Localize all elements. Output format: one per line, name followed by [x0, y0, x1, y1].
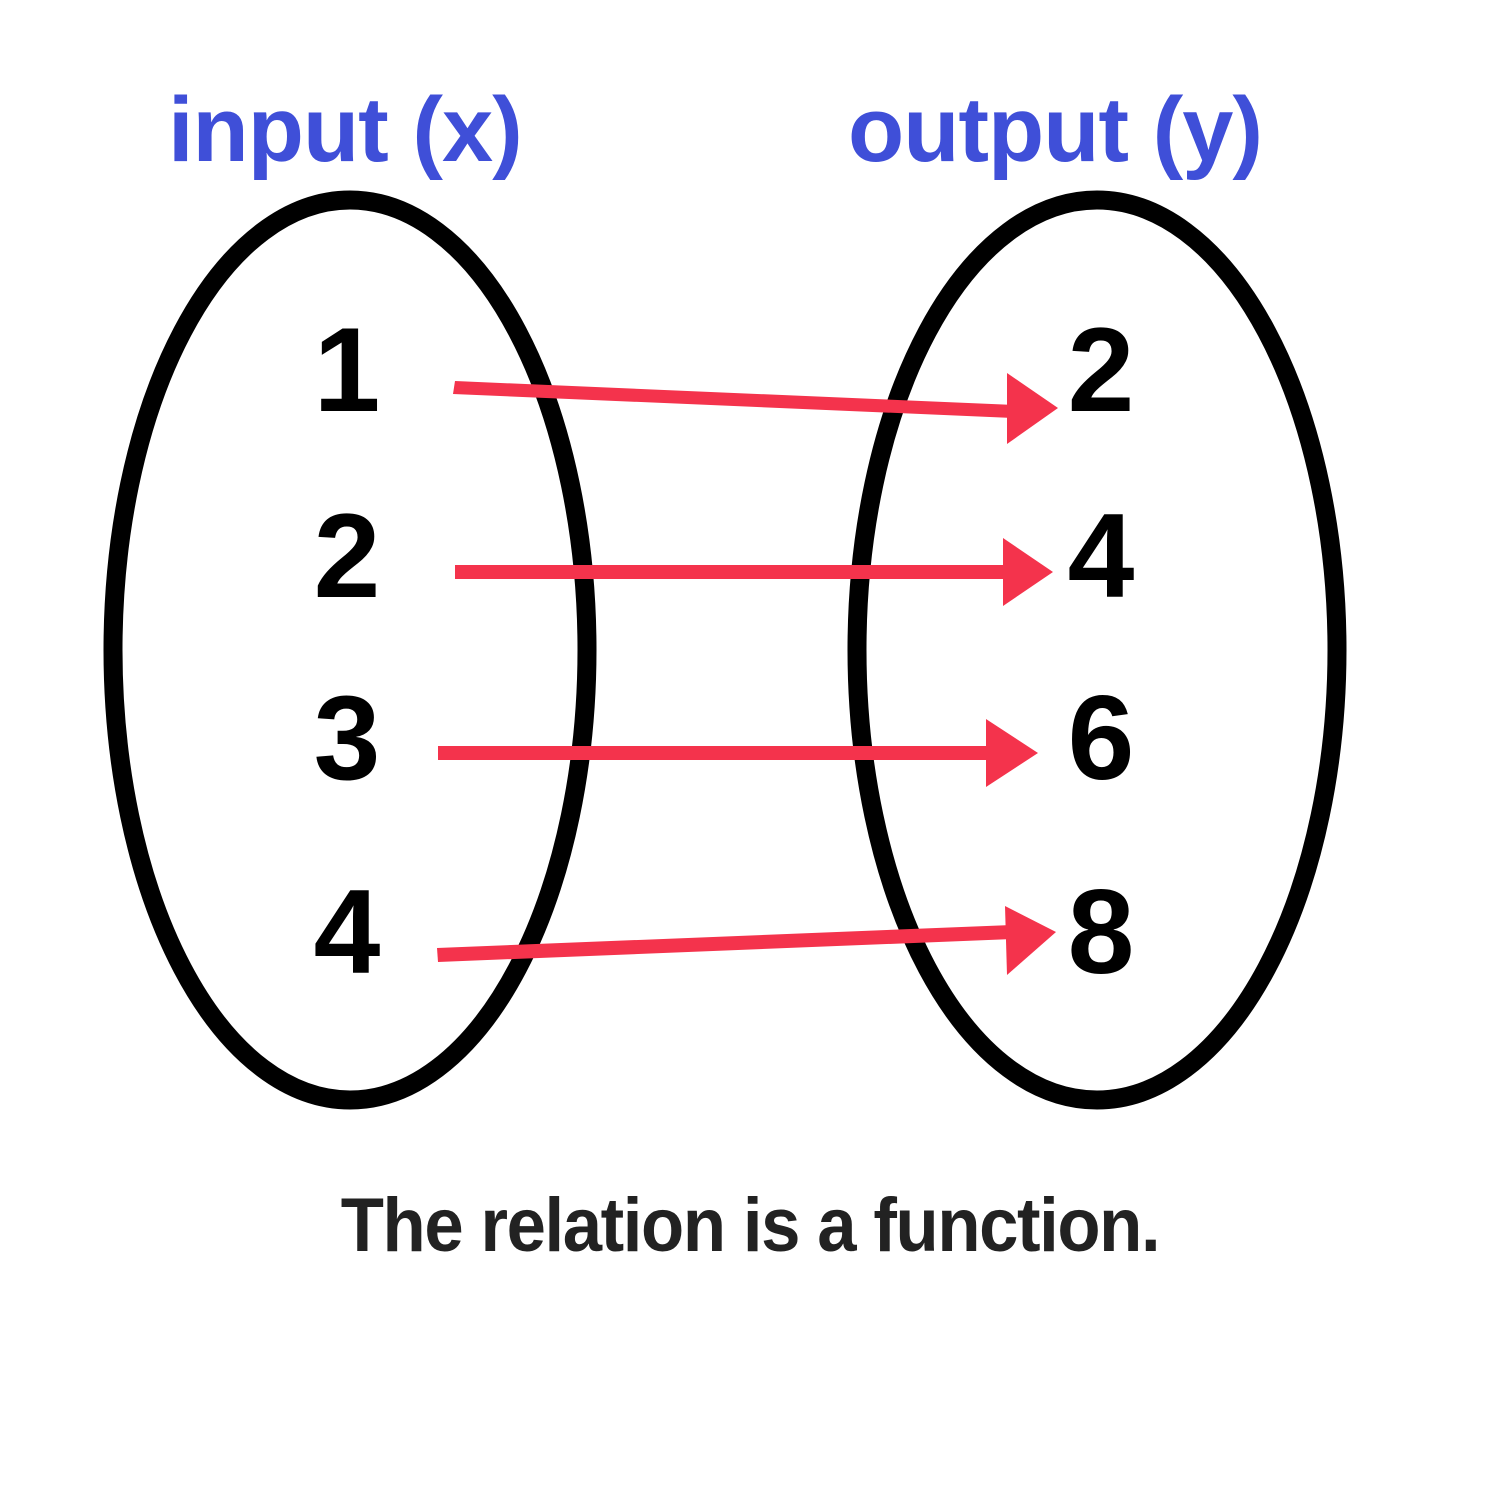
output-element-6: 6: [1067, 671, 1135, 805]
input-set-label: input (x): [168, 79, 523, 181]
output-element-4: 4: [1067, 489, 1135, 623]
arrow-2-to-4: [455, 538, 1053, 606]
input-element-4: 4: [313, 865, 381, 999]
output-element-2: 2: [1067, 303, 1135, 437]
input-element-1: 1: [313, 303, 381, 437]
output-element-8: 8: [1067, 865, 1135, 999]
arrow-4-to-8: [437, 906, 1056, 975]
input-element-2: 2: [313, 489, 381, 623]
input-element-3: 3: [313, 671, 381, 805]
diagram-caption: The relation is a function.: [340, 1183, 1161, 1268]
arrow-1-to-2: [453, 373, 1058, 444]
output-set-label: output (y): [848, 79, 1263, 181]
arrow-3-to-6: [438, 719, 1038, 787]
